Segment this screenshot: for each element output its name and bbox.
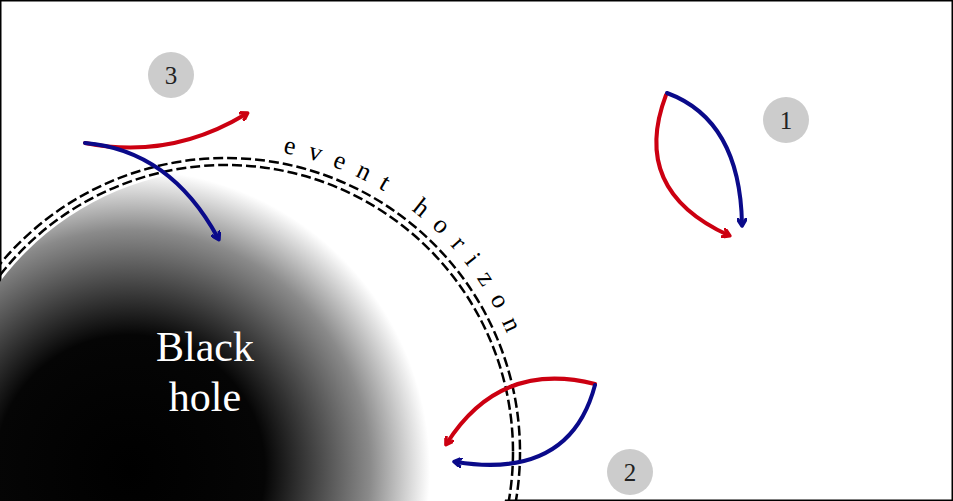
horizon-line [0, 158, 520, 501]
particle-arrow [85, 114, 246, 148]
horizon-line [0, 165, 513, 501]
callout-number: 2 [624, 460, 637, 485]
callout-circle: 2 [607, 449, 653, 495]
antiparticle-arrow [85, 143, 218, 238]
horizon-label: event horizon [282, 130, 529, 336]
black-hole-disc [0, 169, 509, 501]
callout-number: 1 [780, 108, 793, 133]
antiparticle-arrow [667, 93, 742, 224]
antiparticle-arrow [456, 385, 595, 465]
callout-circle: 3 [148, 52, 194, 98]
region-name: Black hole [120, 322, 290, 423]
callout-circle: 1 [763, 97, 809, 143]
particle-arrow [656, 95, 728, 235]
callout-number: 3 [165, 63, 178, 88]
black-hole-label-box: Black hole [120, 322, 290, 423]
